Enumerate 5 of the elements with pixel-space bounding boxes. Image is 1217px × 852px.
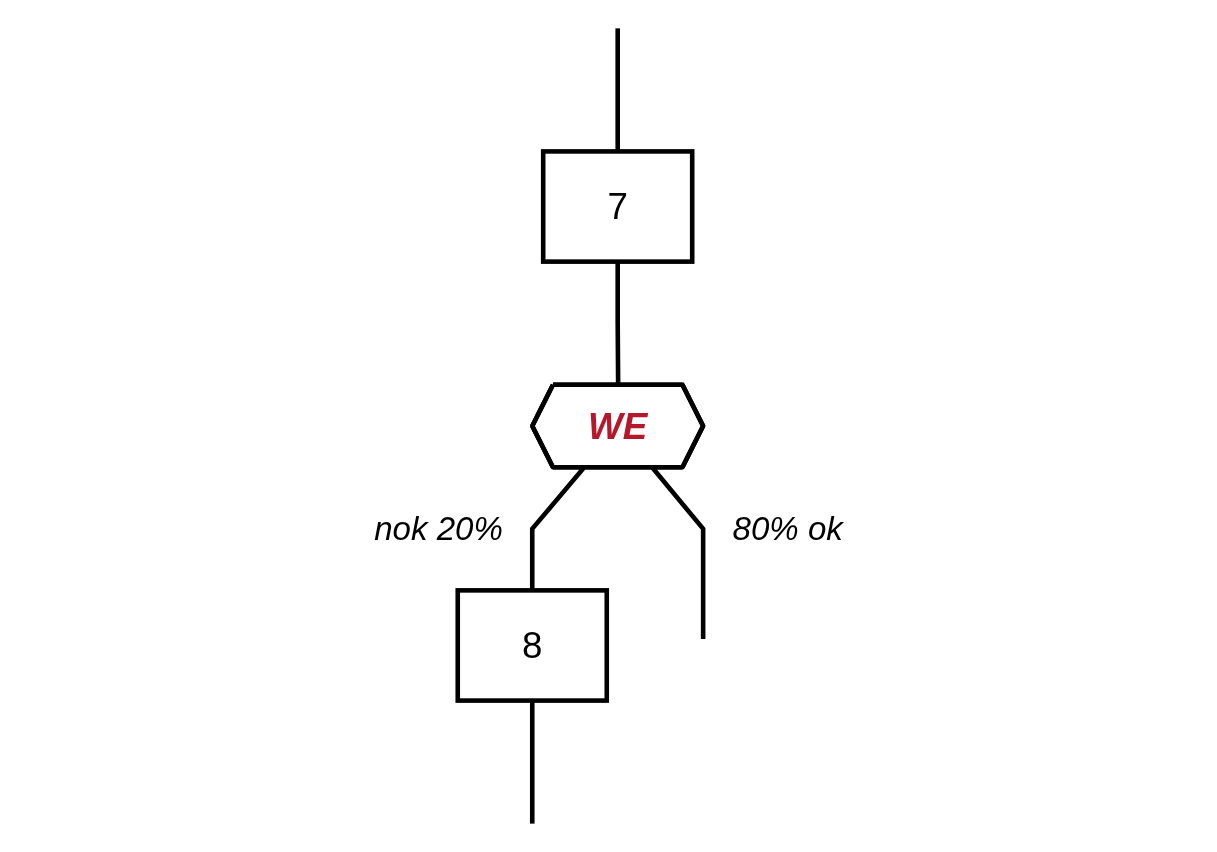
edge-label: nok 20% — [374, 509, 503, 548]
edge-label: 80% ok — [732, 509, 843, 548]
hexagon-box: WE — [530, 382, 706, 470]
step-box: 7 — [540, 149, 695, 264]
step-box: 8 — [455, 588, 610, 703]
